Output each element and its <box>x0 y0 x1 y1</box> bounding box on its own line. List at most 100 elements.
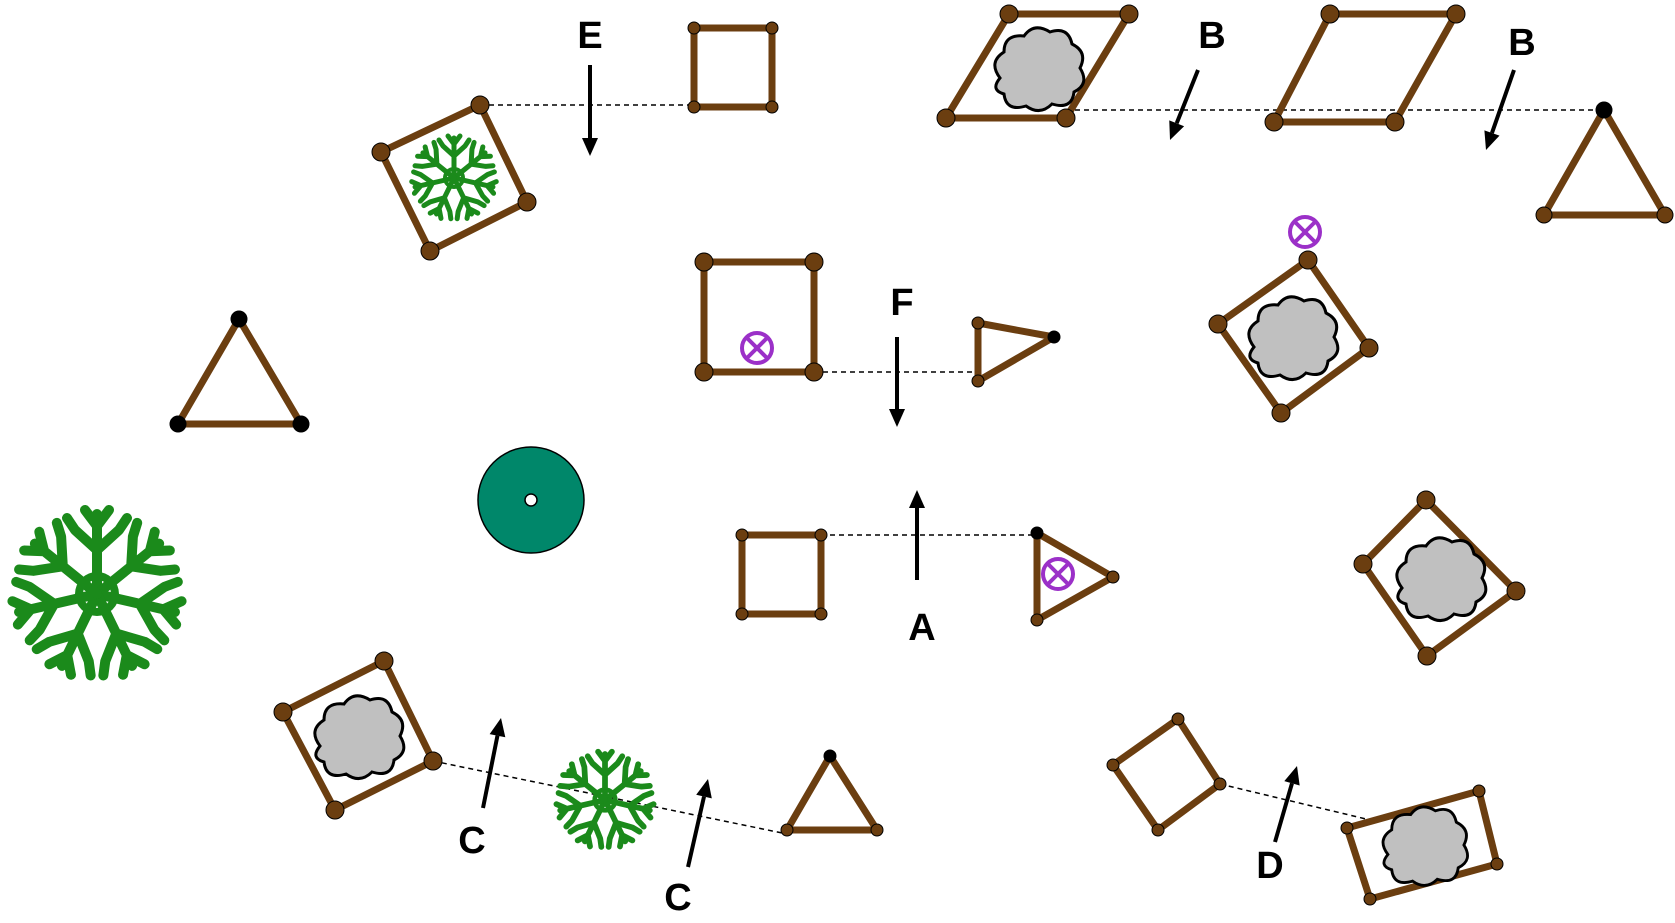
vertex-dot <box>423 751 443 771</box>
vertex-dot <box>1385 112 1405 132</box>
arrow-b-1 <box>1169 69 1200 140</box>
label-b-2: B <box>1508 22 1535 64</box>
arrow-c-2 <box>686 779 712 868</box>
frames <box>169 4 1674 906</box>
cloud-rhombus <box>993 26 1086 112</box>
vertex-dot <box>687 100 701 114</box>
cloud-mid-right <box>1395 536 1488 622</box>
vertex-dot <box>1030 613 1044 627</box>
green-disc <box>477 446 585 554</box>
cross-markers <box>740 215 1322 591</box>
marker-top-right <box>1288 215 1322 249</box>
vertex-dot <box>1340 821 1354 835</box>
vertex-dot <box>1595 101 1613 119</box>
vertex-dot <box>292 415 310 433</box>
vertex-dot <box>1047 330 1061 344</box>
frame-triangle-top-right <box>1535 101 1674 224</box>
vertex-dot <box>1417 646 1437 666</box>
vertex-dot <box>694 362 714 382</box>
vertex-dot <box>273 702 293 722</box>
frame-square-top-center <box>687 21 779 114</box>
arrow-e <box>582 65 598 156</box>
vertex-dot <box>735 528 749 542</box>
vertex-dot <box>1213 777 1227 791</box>
frame-square-tilted-bottom-right <box>1106 712 1227 837</box>
vertex-dot <box>870 823 884 837</box>
vertex-dot <box>1535 206 1553 224</box>
frame-rectangle-tilted-cloud-bottom-right <box>1340 784 1504 906</box>
frame-triangle-bottom <box>780 749 884 837</box>
vertex-dot <box>823 749 837 763</box>
arrows <box>481 65 1516 868</box>
vertex-dot <box>814 607 828 621</box>
cloud-right <box>1247 295 1340 381</box>
frame-triangle-left <box>169 310 310 433</box>
vertex-dot <box>1359 338 1379 358</box>
frame-triangle-center-a <box>1030 526 1120 627</box>
vertex-dot <box>1416 490 1436 510</box>
vertex-dot <box>1271 403 1291 423</box>
dashed-connector <box>1219 783 1367 820</box>
vertex-dot <box>780 823 794 837</box>
vertex-dot <box>1119 4 1139 24</box>
cloud-bottom-right <box>1381 805 1469 887</box>
vertex-dot <box>325 800 345 820</box>
vertex-dot <box>1506 581 1526 601</box>
vertex-dot <box>1472 784 1486 798</box>
frame-square-center-marked <box>694 252 824 382</box>
vertex-dot <box>936 108 956 128</box>
vertex-dot <box>169 415 187 433</box>
frame-square-center-a <box>735 528 828 621</box>
frame-square-tilted-cloud-right <box>1208 250 1379 423</box>
label-a: A <box>908 607 935 649</box>
label-d: D <box>1256 845 1283 887</box>
label-e: E <box>577 15 602 57</box>
vertex-dot <box>374 651 394 671</box>
marker-triangle-a <box>1041 557 1075 591</box>
vertex-dot <box>470 95 490 115</box>
vertex-dot <box>1208 314 1228 334</box>
vertex-dot <box>687 21 701 35</box>
plant-bottom <box>554 752 656 851</box>
vertex-dot <box>1106 758 1120 772</box>
vertex-dot <box>765 100 779 114</box>
vertex-dot <box>1353 554 1373 574</box>
vertex-dot <box>1106 570 1120 584</box>
label-c-2: C <box>664 877 691 919</box>
vertex-dot <box>1171 712 1185 726</box>
plant-large-left <box>8 510 185 683</box>
vertex-dot <box>1320 4 1340 24</box>
vertex-dot <box>971 316 985 330</box>
arrow-d <box>1273 766 1300 843</box>
frame-square-tilted-cloud-bottom-left <box>273 651 443 820</box>
vertex-dot <box>1490 857 1504 871</box>
arrow-b-2 <box>1484 69 1516 150</box>
vertex-dot <box>765 21 779 35</box>
frame-rhombus-empty <box>1264 4 1466 132</box>
vertex-dot <box>804 252 824 272</box>
vertex-dot <box>1056 108 1076 128</box>
arrow-c-1 <box>481 718 506 809</box>
dashed-connectors <box>432 104 1604 835</box>
vertex-dot <box>1298 250 1318 270</box>
arrow-f <box>889 337 905 427</box>
vertex-dot <box>999 4 1019 24</box>
vertex-dot <box>1363 892 1377 906</box>
frame-square-tilted-plant <box>371 95 537 261</box>
clouds <box>313 26 1488 887</box>
vertex-dot <box>1151 823 1165 837</box>
vertex-dot <box>420 241 440 261</box>
label-b-1: B <box>1198 15 1225 57</box>
vertex-dot <box>517 192 537 212</box>
label-f: F <box>890 282 913 324</box>
plant-in-square <box>410 136 499 222</box>
marker-center-square <box>740 331 774 365</box>
frame-triangle-center-f <box>971 316 1061 388</box>
vertex-dot <box>1446 4 1466 24</box>
vertex-dot <box>804 362 824 382</box>
vertex-dot <box>814 528 828 542</box>
frame-square-tilted-cloud-mid-right <box>1353 490 1526 666</box>
label-c-1: C <box>458 820 485 862</box>
vertex-dot <box>735 607 749 621</box>
